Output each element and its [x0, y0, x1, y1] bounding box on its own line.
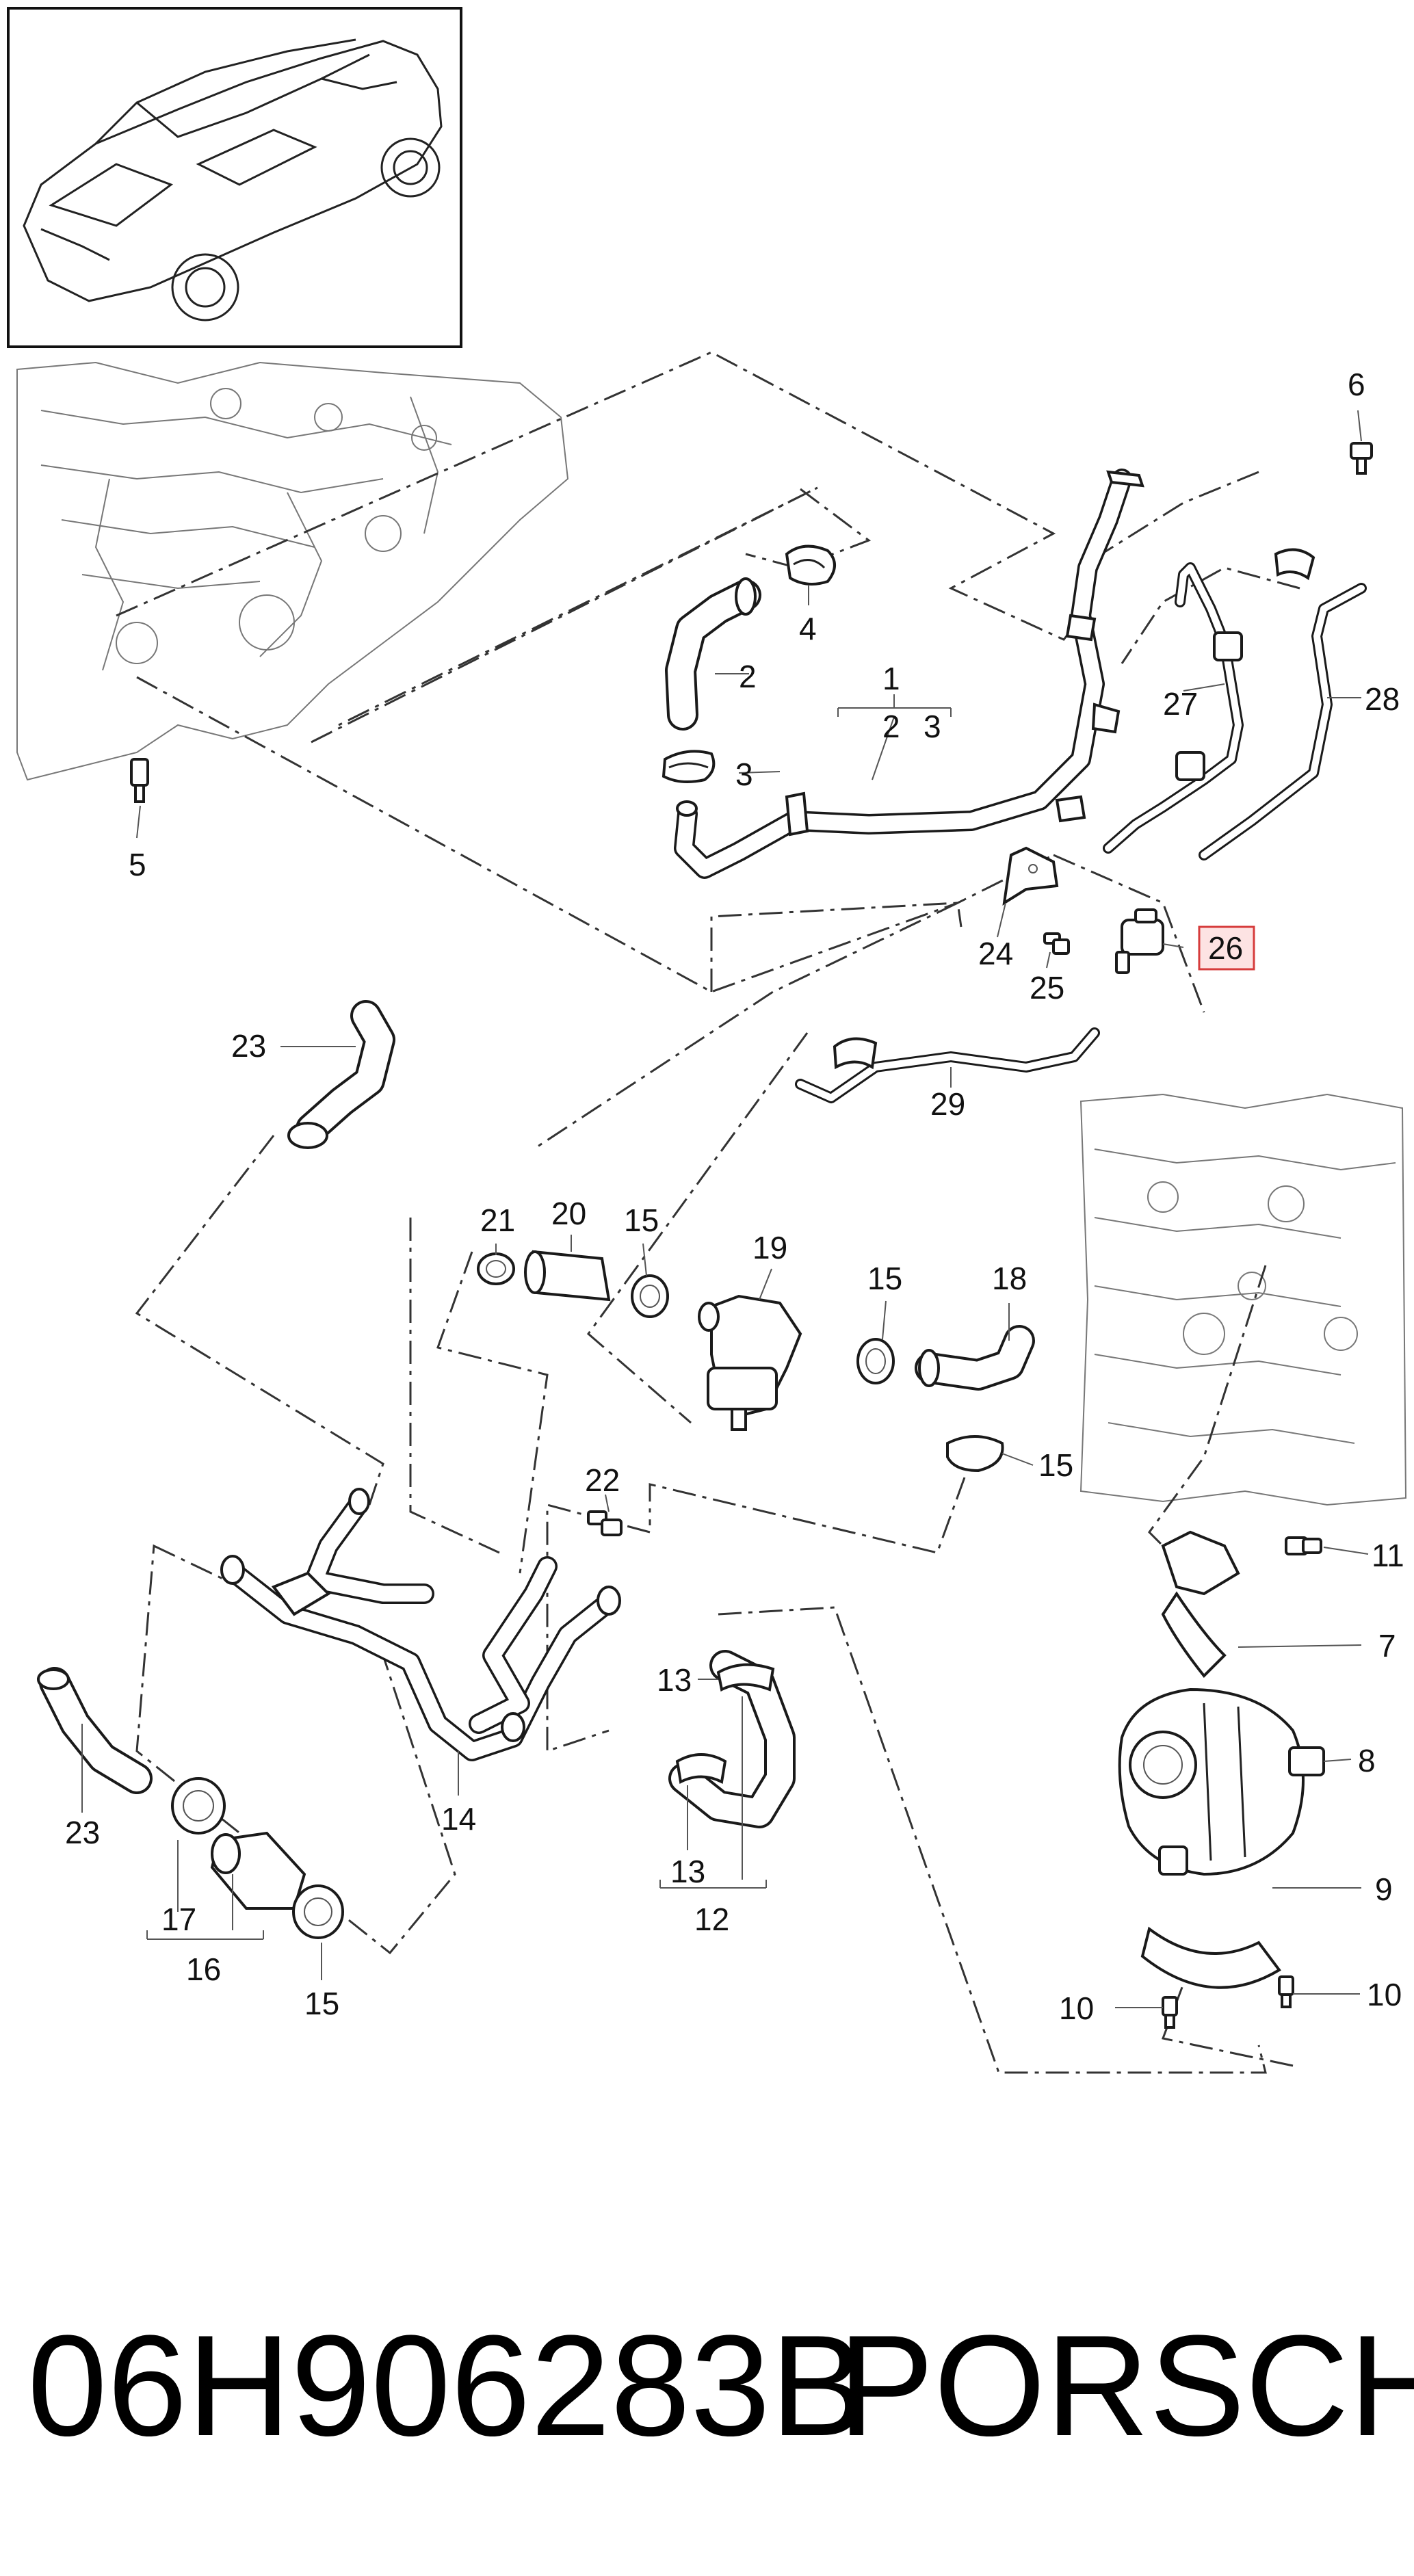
connector-8 [1288, 1746, 1325, 1776]
callout-15-c: 15 [1038, 1447, 1073, 1483]
callout-26: 26 [1208, 930, 1243, 966]
connector-hose-20 [524, 1250, 611, 1302]
callout-10-right: 10 [1367, 1977, 1402, 2012]
callout-6: 6 [1348, 367, 1365, 402]
callout-16: 16 [186, 1951, 221, 1987]
coolant-pipe-14 [220, 1488, 621, 1761]
callout-13-bottom: 13 [670, 1854, 705, 1889]
bolt-25 [1043, 932, 1070, 955]
callout-27: 27 [1163, 686, 1198, 722]
callout-13-top: 13 [657, 1662, 692, 1698]
clamp-15-a [631, 1274, 669, 1318]
callout-23-upper: 23 [231, 1028, 266, 1064]
callout-10-left: 10 [1059, 1990, 1094, 2026]
clamp-15-d [292, 1884, 344, 1939]
callout-4: 4 [799, 611, 817, 646]
callout-2: 2 [739, 659, 757, 694]
callout-5: 5 [129, 847, 146, 882]
clamp-15-c [946, 1435, 1004, 1473]
bolt-10-right [1278, 1975, 1294, 2008]
callout-9: 9 [1375, 1871, 1393, 1907]
bracket-7 [1161, 1530, 1240, 1678]
brand-name: PORSCHE [838, 2305, 1414, 2466]
callout-23-lower: 23 [65, 1815, 100, 1850]
callout-24: 24 [978, 936, 1013, 971]
callout-2-bracket: 2 [882, 709, 900, 744]
callout-7: 7 [1378, 1628, 1396, 1664]
vehicle-thumbnail [7, 7, 462, 348]
callout-11: 11 [1372, 1538, 1404, 1573]
callout-28: 28 [1365, 681, 1400, 717]
bolt-10-left [1162, 1996, 1178, 2029]
clamp-15-b [856, 1338, 895, 1384]
callout-22: 22 [585, 1462, 620, 1498]
bolt-6 [1350, 442, 1373, 475]
callout-29: 29 [930, 1086, 965, 1122]
callout-25: 25 [1030, 970, 1064, 1006]
clamp-17 [171, 1777, 226, 1835]
hose-clamp-4 [785, 544, 836, 586]
connector-16 [210, 1831, 306, 1910]
coolant-pipe-1 [674, 469, 1144, 879]
callout-15-a: 15 [624, 1202, 659, 1238]
callout-3-bracket: 3 [924, 709, 941, 744]
callout-14: 14 [441, 1801, 476, 1837]
callout-15-b: 15 [867, 1261, 902, 1296]
callout-21: 21 [480, 1202, 515, 1238]
callout-17: 17 [161, 1902, 196, 1937]
callout-labels: 1 2 3 2 3 4 5 6 27 28 24 25 26 29 23 21 … [65, 367, 1404, 2026]
aux-water-pump [1118, 1687, 1305, 1876]
callout-1: 1 [882, 661, 900, 696]
clamp-21 [477, 1252, 515, 1285]
coolant-hose-2 [665, 577, 761, 731]
thermostat-19 [698, 1294, 802, 1431]
part-number: 06H906283B [27, 2305, 866, 2466]
callout-18: 18 [992, 1261, 1027, 1296]
clamp-9 [1140, 1926, 1281, 1989]
callout-3: 3 [735, 757, 753, 792]
callout-20: 20 [551, 1196, 586, 1231]
callout-15-d: 15 [304, 1986, 339, 2021]
callout-12: 12 [694, 1902, 729, 1937]
hose-23-upper [287, 1000, 395, 1149]
bolt-22 [587, 1510, 623, 1536]
wiring-harness-27 [1103, 562, 1244, 854]
sensor-26 [1115, 908, 1164, 974]
hose-29 [795, 1027, 1100, 1103]
hose-23-lower [37, 1667, 153, 1794]
hose-18 [915, 1325, 1035, 1391]
hose-28 [1199, 548, 1367, 860]
engine-outline-top-left [16, 361, 569, 781]
bracket-24 [1002, 846, 1059, 906]
engine-outline-right [1079, 1093, 1407, 1506]
callout-26-highlight [1198, 925, 1255, 971]
clamp-13-bottom [675, 1753, 727, 1784]
clamp-13-top [716, 1663, 775, 1692]
callout-8: 8 [1358, 1743, 1376, 1778]
callout-19: 19 [752, 1230, 787, 1265]
bolt-11 [1285, 1536, 1322, 1555]
hose-clamp-3 [662, 750, 716, 784]
callout-leaders [81, 410, 1369, 2008]
bolt-5 [130, 758, 149, 803]
